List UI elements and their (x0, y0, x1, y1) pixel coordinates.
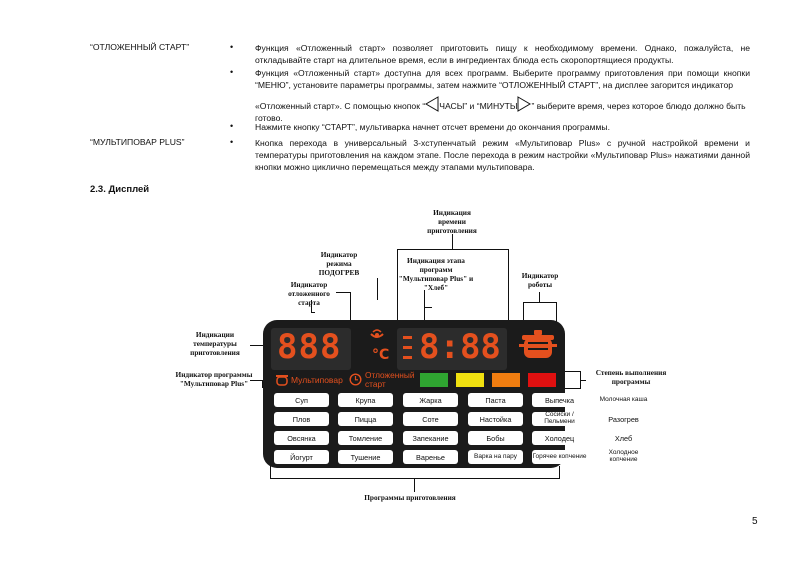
time-digits: 8:88 (419, 327, 501, 367)
delayed-label-line: старт (365, 378, 386, 389)
temperature-window (271, 328, 351, 370)
leader-line (270, 478, 560, 479)
program-button[interactable]: Суп (274, 393, 329, 407)
paragraph-delayed-1: Функция «Отложенный старт» позволяет при… (255, 43, 750, 66)
leader-line (397, 249, 398, 331)
leader-line (523, 302, 557, 303)
program-button[interactable]: Бобы (468, 431, 523, 445)
stage-indicator (403, 336, 412, 359)
leader-line (311, 300, 312, 312)
leader-line (565, 388, 581, 389)
program-button[interactable]: Тушение (338, 450, 393, 464)
program-button[interactable]: Запекание (403, 431, 458, 445)
program-button[interactable]: Молочная каша (596, 393, 651, 407)
stage-bar (403, 336, 412, 339)
display-panel: 888 °C 8:88 Мультиповар Отложенный старт (263, 320, 651, 468)
program-button[interactable]: Холодное копчение (596, 450, 651, 464)
program-button[interactable]: Томление (338, 431, 393, 445)
program-button[interactable]: Соте (403, 412, 458, 426)
label-stage: Индикация этапа программ "Мультиповар Pl… (398, 256, 474, 292)
leader-line (397, 249, 509, 250)
term-multicook-plus: “МУЛЬТИПОВАР PLUS” (90, 137, 185, 147)
program-button[interactable]: Пицца (338, 412, 393, 426)
leader-line (262, 380, 263, 388)
paragraph-delayed-3: «Отложенный старт». С помощью кнопок “ ЧА… (255, 96, 750, 124)
label-heat-mode: Индикатор режима ПОДОГРЕВ (318, 250, 360, 277)
program-button[interactable]: Варенье (403, 450, 458, 464)
label-temperature: Индикации температуры приготовления (190, 330, 240, 357)
paragraph-multicook: Кнопка перехода в универсальный 3-хступе… (255, 138, 750, 173)
progress-block-green (420, 373, 448, 387)
leader-line (336, 292, 350, 293)
label-work: Индикатор роботы (521, 271, 559, 289)
delayed-label: Отложенный старт (365, 371, 414, 388)
program-button[interactable]: Плов (274, 412, 329, 426)
program-button[interactable]: Выпечка (532, 393, 587, 407)
leader-line (559, 466, 560, 478)
leader-line (580, 380, 586, 381)
program-button[interactable]: Настойка (468, 412, 523, 426)
leader-line (270, 466, 271, 478)
program-button[interactable]: Жарка (403, 393, 458, 407)
multicook-icon (276, 375, 288, 386)
text-part: «Отложенный старт». С помощью кнопок “ (255, 101, 426, 111)
stage-bar (403, 346, 412, 349)
program-button[interactable]: Варка на пару (468, 450, 523, 464)
leader-line (523, 302, 524, 330)
program-button[interactable]: Сосиски / Пельмени (532, 412, 587, 426)
paragraph-delayed-4: Нажмите кнопку “СТАРТ”, мультиварка начн… (255, 122, 610, 132)
label-progress: Степень выполнения программы (595, 368, 667, 386)
cooker-icon (519, 330, 557, 358)
bullet-mark: • (230, 137, 234, 147)
bullet-mark: • (230, 67, 234, 77)
bullet-mark: • (230, 121, 234, 131)
progress-block-red (528, 373, 556, 387)
left-triangle-icon (425, 96, 439, 112)
page-number: 5 (752, 516, 758, 527)
term-delayed-start: “ОТЛОЖЕННЫЙ СТАРТ” (90, 42, 190, 52)
leader-line (250, 380, 265, 381)
right-triangle-icon (517, 96, 532, 112)
leader-line (424, 307, 432, 308)
time-window (397, 328, 507, 370)
text-part: ЧАСЫ” и “МИНУТЫ (439, 101, 518, 111)
leader-line (377, 278, 378, 300)
program-button[interactable]: Холодец (532, 431, 587, 445)
program-button[interactable]: Крупа (338, 393, 393, 407)
stage-bar (403, 356, 412, 359)
leader-line (414, 478, 415, 492)
bullet-mark: • (230, 42, 234, 52)
section-title: 2.3. Дисплей (90, 184, 150, 195)
leader-line (556, 302, 557, 330)
heat-mode-icon (370, 329, 384, 338)
program-button[interactable]: Йогурт (274, 450, 329, 464)
label-multicook-program: Индикатор программы "Мультиповар Plus" (175, 370, 253, 388)
leader-line (539, 292, 540, 302)
text-part: ” выберите время, через которое блюдо до… (255, 101, 746, 124)
clock-icon (349, 373, 362, 386)
progress-block-yellow (456, 373, 484, 387)
leader-line (565, 371, 581, 372)
leader-line (508, 249, 509, 331)
paragraph-delayed-2: Функция «Отложенный старт» доступна для … (255, 68, 750, 91)
temperature-digits: 888 (277, 327, 342, 367)
leader-line (452, 234, 453, 249)
label-delayed: Индикатор отложенного старта (288, 280, 330, 307)
celsius-indicator: °C (372, 347, 390, 363)
label-time-indication: Индикация времени приготовления (427, 208, 477, 235)
label-programs: Программы приготовления (364, 493, 456, 502)
delayed-label-line: Отложенный (365, 370, 415, 380)
leader-line (250, 345, 265, 346)
program-button[interactable]: Овсянка (274, 431, 329, 445)
multicook-label: Мультиповар (291, 375, 343, 385)
progress-block-orange (492, 373, 520, 387)
program-button[interactable]: Хлеб (596, 431, 651, 445)
program-button[interactable]: Разогрев (596, 412, 651, 426)
program-button[interactable]: Горячее копчение (532, 450, 587, 464)
program-button[interactable]: Паста (468, 393, 523, 407)
leader-line (424, 290, 425, 330)
leader-line (311, 312, 315, 313)
